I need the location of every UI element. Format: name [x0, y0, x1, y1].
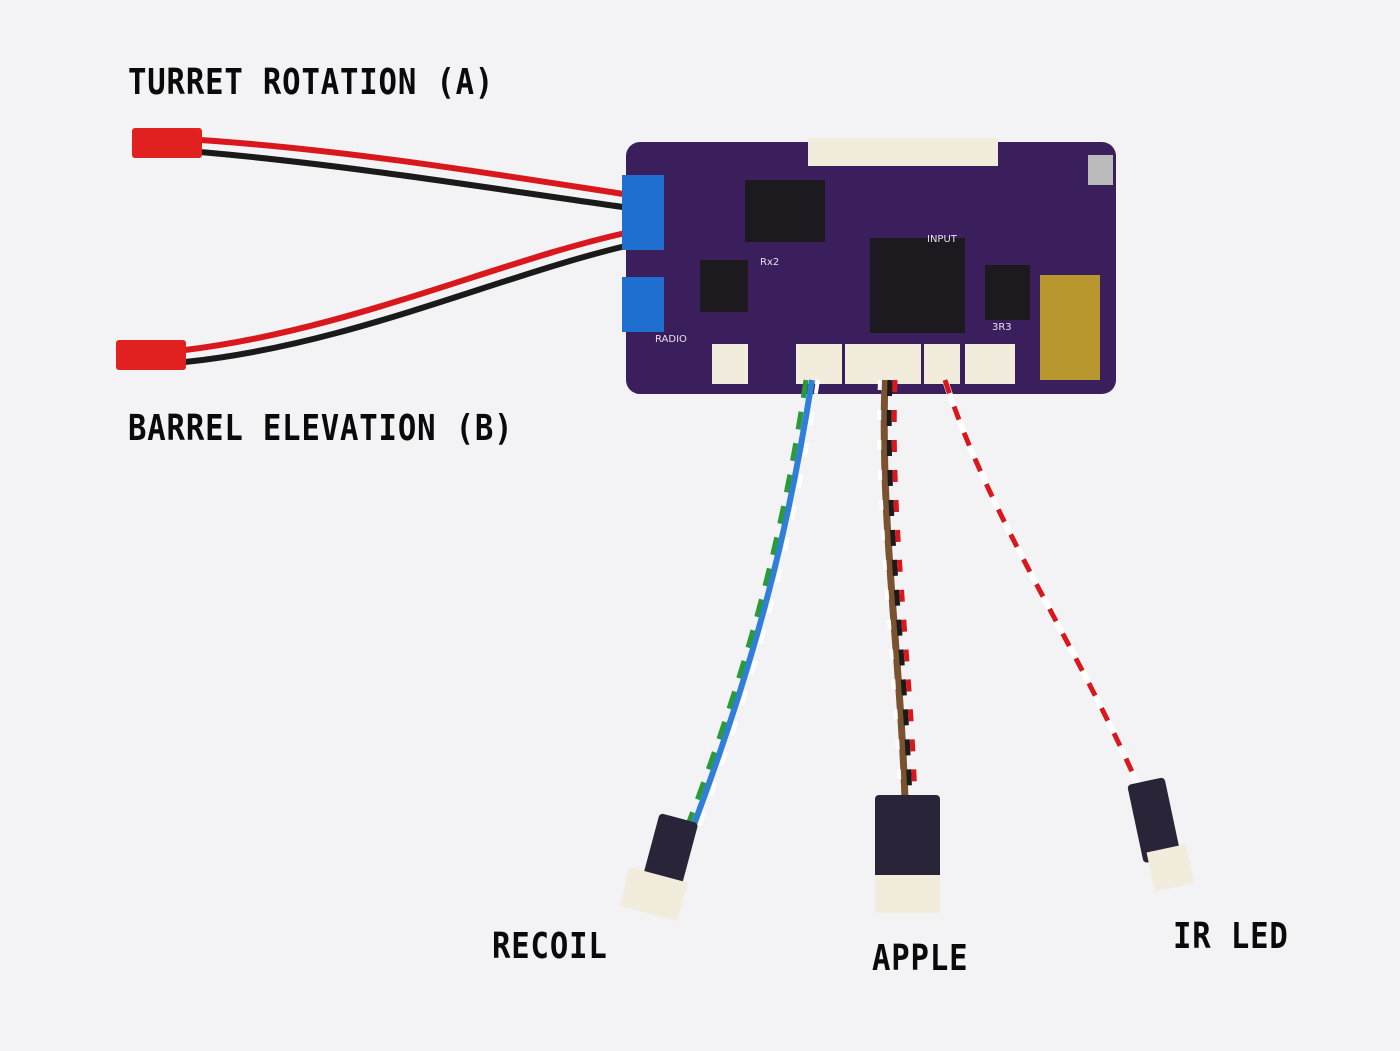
silk-radio: RADIO	[655, 334, 687, 345]
apple-cable	[877, 379, 918, 801]
motor-driver-chip	[745, 180, 825, 242]
jst-connector-b	[116, 340, 186, 370]
silk-input: INPUT	[927, 234, 958, 245]
label-ir-led: IR LED	[1173, 916, 1289, 957]
barrel-motor-cable	[116, 229, 631, 370]
label-turret-rotation: TURRET ROTATION (A)	[128, 62, 495, 103]
controller-board: INPUT Rx2 RADIO 3R3	[622, 138, 1116, 394]
pin-header	[1040, 275, 1100, 380]
jst-connector-a	[132, 128, 202, 158]
recoil-cable	[681, 379, 820, 837]
label-barrel-elevation: BARREL ELEVATION (B)	[128, 408, 514, 449]
recoil-adapter	[619, 813, 698, 922]
silk-rx2: Rx2	[760, 257, 779, 268]
usb-port	[1088, 155, 1113, 185]
irled-adapter	[1127, 777, 1195, 892]
microcontroller-chip	[870, 238, 965, 333]
apple-adapter	[875, 795, 940, 913]
terminal-block-b	[622, 277, 664, 332]
silk-3r3: 3R3	[992, 322, 1012, 333]
irled-cable	[942, 379, 1143, 792]
label-recoil: RECOIL	[492, 926, 608, 967]
turret-motor-cable	[132, 128, 631, 211]
terminal-block-a	[622, 175, 664, 250]
label-apple: APPLE	[872, 938, 969, 979]
